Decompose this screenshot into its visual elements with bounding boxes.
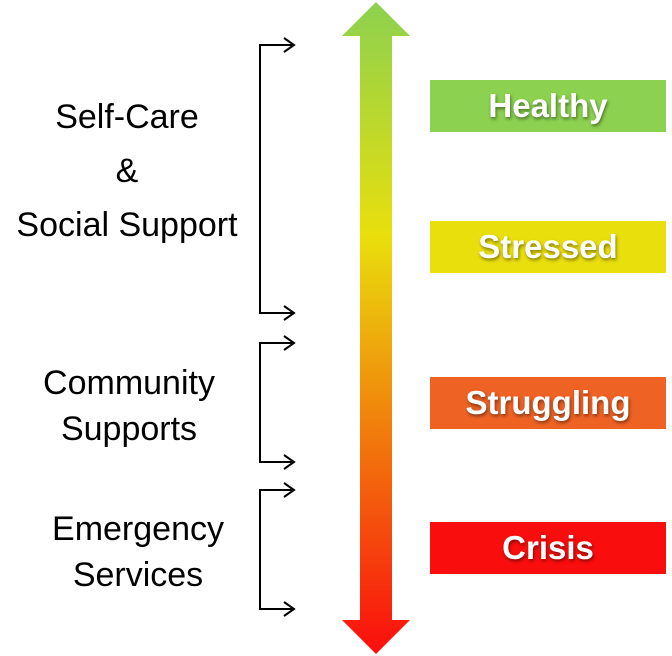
label-line: Community	[43, 364, 215, 402]
bracket-self-care	[259, 37, 296, 321]
bracket-emergency	[259, 482, 296, 617]
label-community-supports: Community Supports	[0, 360, 258, 452]
label-line: &	[115, 152, 139, 190]
status-healthy: Healthy	[430, 80, 666, 132]
label-emergency-services: Emergency Services	[0, 506, 276, 598]
label-line: Services	[72, 556, 204, 594]
label-line: Emergency	[52, 510, 224, 548]
status-crisis: Crisis	[430, 522, 666, 574]
label-line: Social Support	[16, 206, 238, 244]
label-line: Supports	[60, 410, 198, 448]
status-struggling: Struggling	[430, 377, 666, 429]
status-stressed: Stressed	[430, 221, 666, 273]
wellness-continuum-arrow	[342, 2, 410, 654]
bracket-community	[259, 335, 296, 470]
label-line: Self-Care	[55, 98, 199, 136]
label-self-care-social-support: Self-Care & Social Support	[0, 94, 254, 248]
